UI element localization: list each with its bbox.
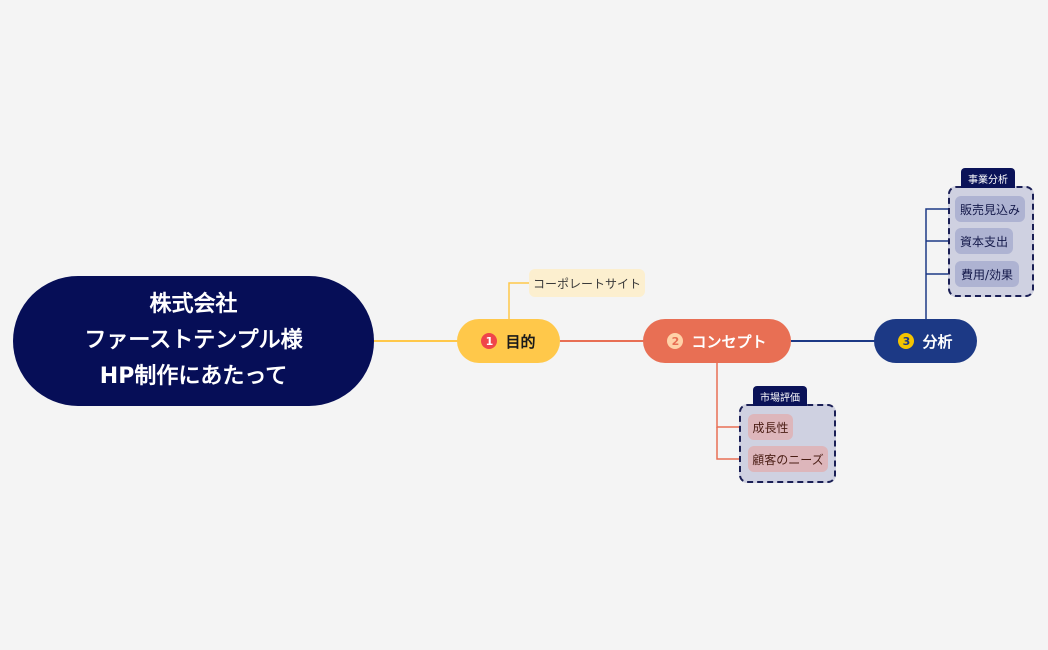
central-topic-line-3: HP制作にあたって [99,364,288,389]
topic-number-badge: 1 [481,333,498,349]
topic-concept[interactable]: 2 コンセプト [643,319,791,363]
subtopic-customer-needs[interactable]: 顧客のニーズ [748,446,828,472]
topic-number-badge: 3 [898,333,915,349]
subtopic-cost-effect[interactable]: 費用/効果 [955,261,1019,287]
subtopic-corporate-site[interactable]: コーポレートサイト [529,269,645,297]
subtopic-label: 費用/効果 [960,267,1014,282]
boundary-label-market-evaluation[interactable]: 市場評価 [753,386,807,406]
topic-label: コンセプト [691,332,767,351]
boundary-label-text: 市場評価 [760,392,800,404]
subtopic-sales-forecast[interactable]: 販売見込み [955,196,1025,222]
boundary-label-business-analysis[interactable]: 事業分析 [961,168,1015,188]
subtopic-label: 成長性 [752,420,789,435]
subtopic-label: 顧客のニーズ [752,452,824,467]
central-topic[interactable]: 株式会社 ファーストテンプル様 HP制作にあたって [13,276,374,406]
connector-concept-to-needs [716,427,748,460]
subtopic-capital-expenditure[interactable]: 資本支出 [955,228,1013,254]
subtopic-label: 販売見込み [959,202,1020,217]
subtopic-growth[interactable]: 成長性 [748,414,793,440]
topic-number-badge: 2 [667,333,684,349]
connector-analysis-to-sales [925,208,955,319]
central-topic-line-1: 株式会社 [149,292,238,317]
connector-purpose-to-corporate [508,282,530,319]
topic-purpose[interactable]: 1 目的 [457,319,560,363]
topic-label: 目的 [505,332,536,351]
central-topic-line-2: ファーストテンプル様 [84,328,303,353]
subtopic-label: 資本支出 [959,234,1008,249]
boundary-label-text: 事業分析 [968,174,1008,186]
topic-analysis[interactable]: 3 分析 [874,319,977,363]
subtopic-label: コーポレートサイト [532,276,641,291]
topic-label: 分析 [922,332,953,351]
